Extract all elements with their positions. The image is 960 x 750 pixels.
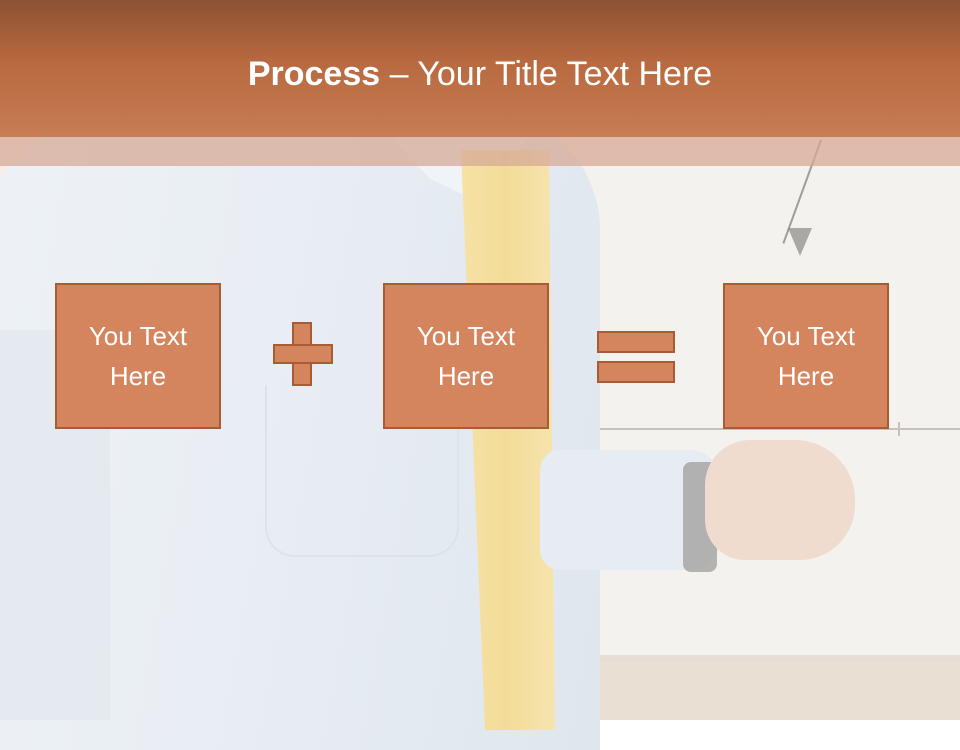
slide-title: Process – Your Title Text Here [0, 52, 960, 96]
process-box-1-line2: Here [109, 361, 167, 391]
process-box-1-text: You Text Here [68, 316, 208, 396]
process-box-2-text: You Text Here [396, 316, 536, 396]
whiteboard-frame [570, 655, 960, 663]
process-box-3-line2: Here [777, 361, 835, 391]
equals-icon-top-bar [597, 331, 675, 353]
process-box-2-line1: You Text [416, 321, 516, 351]
process-box-3[interactable]: You Text Here [723, 283, 889, 429]
process-box-3-text: You Text Here [736, 316, 876, 396]
process-box-1[interactable]: You Text Here [55, 283, 221, 429]
title-header-band: Process – Your Title Text Here [0, 0, 960, 137]
process-box-2[interactable]: You Text Here [383, 283, 549, 429]
plus-icon-center [294, 346, 310, 362]
process-box-2-line2: Here [437, 361, 495, 391]
slide-title-bold: Process [247, 55, 381, 93]
header-accent-strip [0, 137, 960, 166]
slide-title-rest: – Your Title Text Here [380, 55, 713, 93]
graph-tick [898, 422, 900, 436]
process-box-1-line1: You Text [88, 321, 188, 351]
process-box-3-line1: You Text [756, 321, 856, 351]
shirt-pocket [265, 385, 459, 557]
equals-icon-bottom-bar [597, 361, 675, 383]
floor-area [560, 662, 960, 720]
graph-arrow [788, 228, 812, 256]
graph-axis [560, 428, 960, 430]
hand-holding-marker [705, 440, 855, 560]
